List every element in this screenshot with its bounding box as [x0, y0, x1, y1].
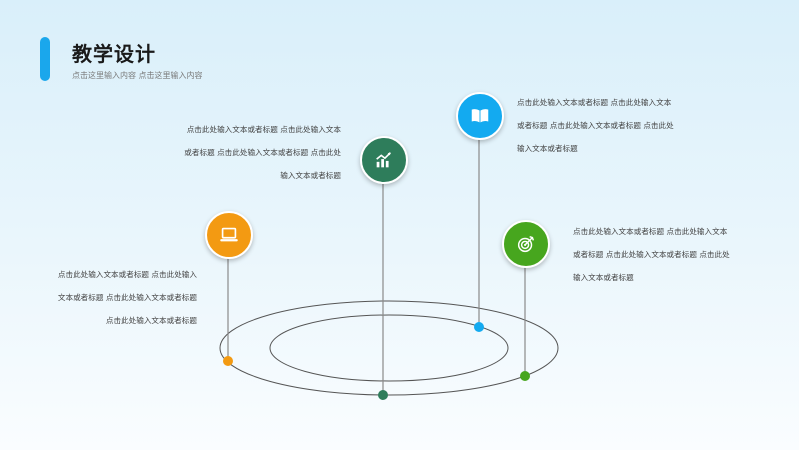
- book-icon: [471, 109, 489, 123]
- page-subtitle: 点击这里输入内容 点击这里输入内容: [72, 71, 203, 80]
- text-line: 输入文本或者标题: [280, 171, 341, 180]
- text-line: 点击此处输入文本或者标题 点击此处输入文本: [186, 125, 341, 134]
- page-title: 教学设计: [72, 42, 156, 66]
- inner-orbit: [269, 314, 509, 382]
- anchor-dot-book: [474, 322, 484, 332]
- text-line: 或者标题 点击此处输入文本或者标题 点击此处: [573, 250, 730, 259]
- target-icon: [517, 235, 535, 253]
- text-line: 或者标题 点击此处输入文本或者标题 点击此处: [517, 121, 674, 130]
- anchor-dot-target: [520, 371, 530, 381]
- outer-orbit: [219, 300, 559, 396]
- node-book: [456, 92, 504, 140]
- text-line: 点击此处输入文本或者标题 点击此处输入文本: [573, 227, 728, 236]
- anchor-dot-chart: [378, 390, 388, 400]
- text-line: 点击此处输入文本或者标题: [105, 316, 197, 325]
- node-chart: [360, 136, 408, 184]
- text-block-book: 点击此处输入文本或者标题 点击此处输入文本 或者标题 点击此处输入文本或者标题 …: [517, 91, 674, 160]
- text-block-chart: 点击此处输入文本或者标题 点击此处输入文本 或者标题 点击此处输入文本或者标题 …: [184, 118, 341, 187]
- text-line: 输入文本或者标题: [517, 144, 578, 153]
- anchor-dot-laptop: [223, 356, 233, 366]
- text-line: 或者标题 点击此处输入文本或者标题 点击此处: [184, 148, 341, 157]
- text-block-laptop: 点击此处输入文本或者标题 点击此处输入 文本或者标题 点击此处输入文本或者标题 …: [58, 263, 197, 332]
- text-line: 输入文本或者标题: [573, 273, 634, 282]
- text-block-target: 点击此处输入文本或者标题 点击此处输入文本 或者标题 点击此处输入文本或者标题 …: [573, 220, 730, 289]
- text-line: 点击此处输入文本或者标题 点击此处输入: [57, 270, 197, 279]
- node-target: [502, 220, 550, 268]
- node-laptop: [205, 211, 253, 259]
- laptop-icon: [220, 227, 238, 242]
- text-line: 文本或者标题 点击此处输入文本或者标题: [57, 293, 197, 302]
- title-accent-bar: [40, 37, 50, 81]
- chart-icon: [376, 152, 392, 168]
- text-line: 点击此处输入文本或者标题 点击此处输入文本: [517, 98, 672, 107]
